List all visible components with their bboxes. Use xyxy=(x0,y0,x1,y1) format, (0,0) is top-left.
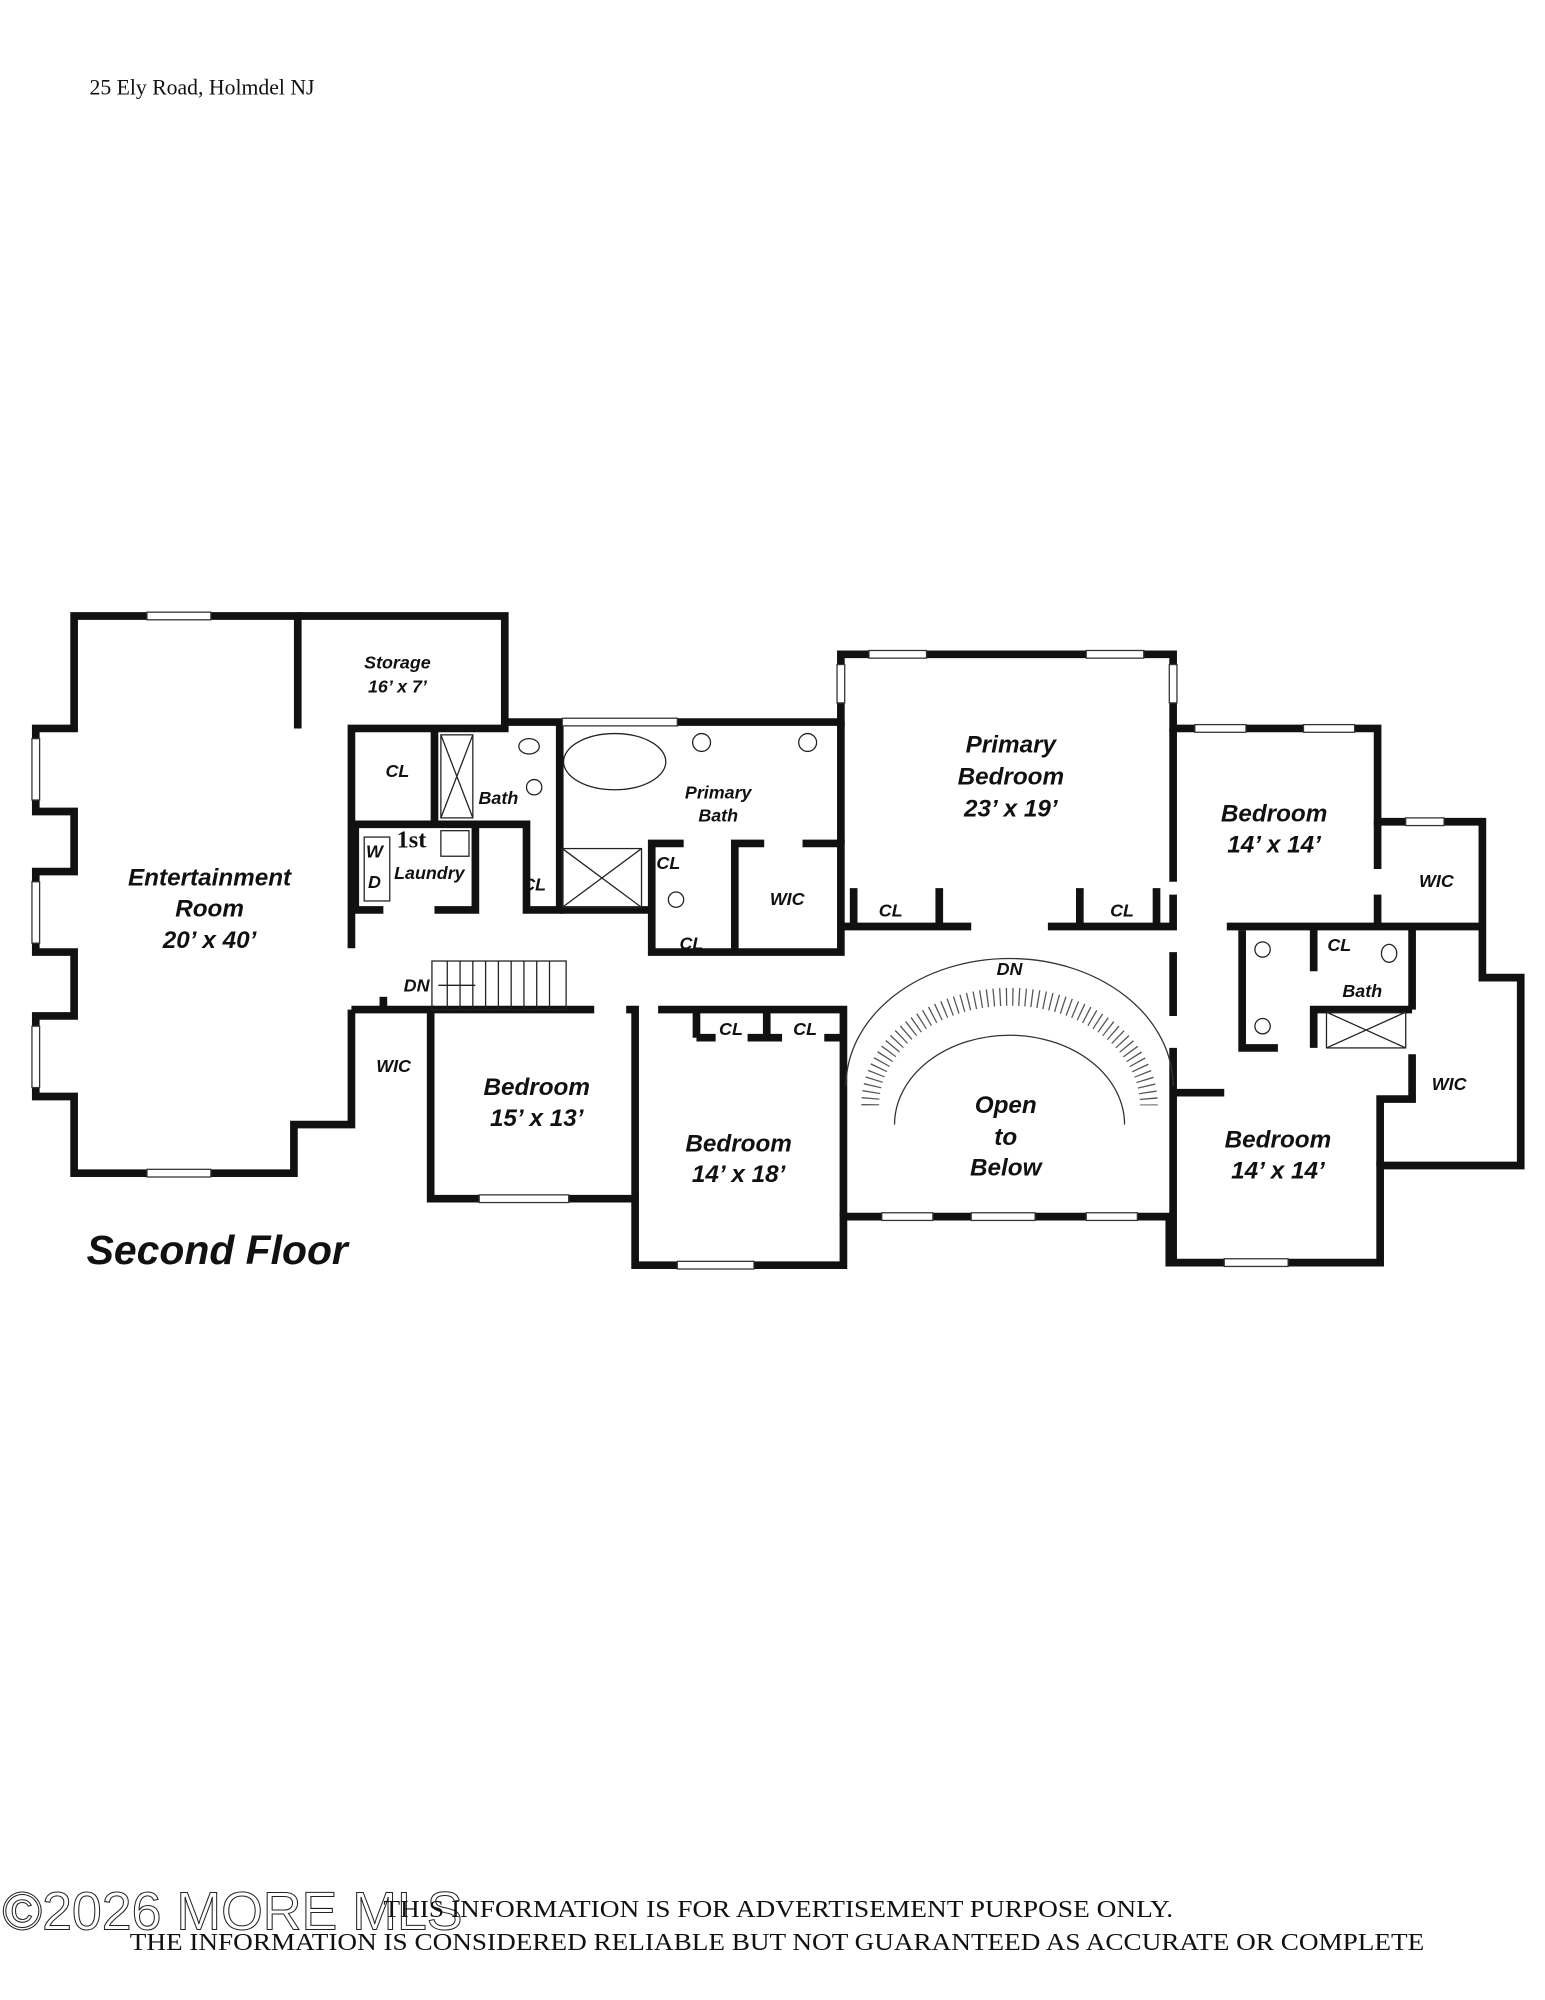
entertainment-room-label-2: Room xyxy=(175,895,244,922)
primary-bath-label-2: Bath xyxy=(698,806,738,826)
bedroom-se-label: Bedroom xyxy=(1225,1127,1332,1154)
closet-label: CL xyxy=(1327,935,1351,955)
disclaimer-line-1: THIS INFORMATION IS FOR ADVERTISEMENT PU… xyxy=(383,1896,1173,1923)
closet-label: CL xyxy=(1110,900,1134,920)
open-to-below-label-2: to xyxy=(994,1124,1017,1151)
floor-title: Second Floor xyxy=(87,1227,350,1273)
bedroom-ne-label: Bedroom xyxy=(1221,801,1328,828)
closet-label: CL xyxy=(386,761,410,781)
storage-size: 16’ x 7’ xyxy=(368,677,428,697)
wic-label: WIC xyxy=(770,889,806,909)
watermark: ©2026 MORE MLS xyxy=(3,1882,463,1942)
bedroom-label: Bedroom xyxy=(685,1130,792,1157)
dryer-label: D xyxy=(368,872,381,892)
entertainment-room-size: 20’ x 40’ xyxy=(162,927,258,954)
primary-bedroom-label: Primary xyxy=(966,732,1058,759)
wic-label: WIC xyxy=(376,1056,412,1076)
entertainment-room-label: Entertainment xyxy=(128,865,292,892)
bedroom-ne-size: 14’ x 14’ xyxy=(1227,831,1322,858)
bedroom-label: Bedroom xyxy=(483,1074,590,1101)
closet-label: CL xyxy=(719,1019,743,1039)
address-title: 25 Ely Road, Holmdel NJ xyxy=(89,76,314,100)
closet-label: CL xyxy=(656,853,680,873)
laundry-prefix: 1st xyxy=(397,826,427,853)
primary-bath-label: Primary xyxy=(685,783,753,803)
closet-label: CL xyxy=(522,875,546,895)
laundry-label: Laundry xyxy=(394,863,466,883)
bath-label: Bath xyxy=(1342,981,1382,1001)
room-labels: Storage 16’ x 7’ CL Bath 1st W D Laundry… xyxy=(87,652,1468,1273)
wic-label: WIC xyxy=(1419,871,1455,891)
down-stairs-label: DN xyxy=(997,959,1024,979)
bedroom-size: 14’ x 18’ xyxy=(692,1161,787,1188)
storage-label: Storage xyxy=(364,652,431,672)
windows xyxy=(31,611,1445,1270)
wic-label: WIC xyxy=(1432,1074,1468,1094)
closet-label: CL xyxy=(679,934,703,954)
fixtures xyxy=(363,732,1407,1049)
primary-bedroom-size: 23’ x 19’ xyxy=(963,796,1059,823)
down-stairs-label: DN xyxy=(404,976,431,996)
bedroom-size: 15’ x 13’ xyxy=(490,1105,585,1132)
primary-bedroom-label-2: Bedroom xyxy=(958,764,1065,791)
open-to-below-label: Open xyxy=(975,1092,1037,1119)
closet-label: CL xyxy=(793,1019,817,1039)
washer-label: W xyxy=(366,842,385,862)
bedroom-se-size: 14’ x 14’ xyxy=(1231,1157,1326,1184)
open-to-below-label-3: Below xyxy=(970,1155,1044,1182)
bath-label: Bath xyxy=(479,788,519,808)
disclaimer-line-2: THE INFORMATION IS CONSIDERED RELIABLE B… xyxy=(130,1929,1425,1956)
footer: ©2026 MORE MLS THIS INFORMATION IS FOR A… xyxy=(2,1881,1425,1956)
stairs xyxy=(431,957,1174,1125)
closet-label: CL xyxy=(879,900,903,920)
